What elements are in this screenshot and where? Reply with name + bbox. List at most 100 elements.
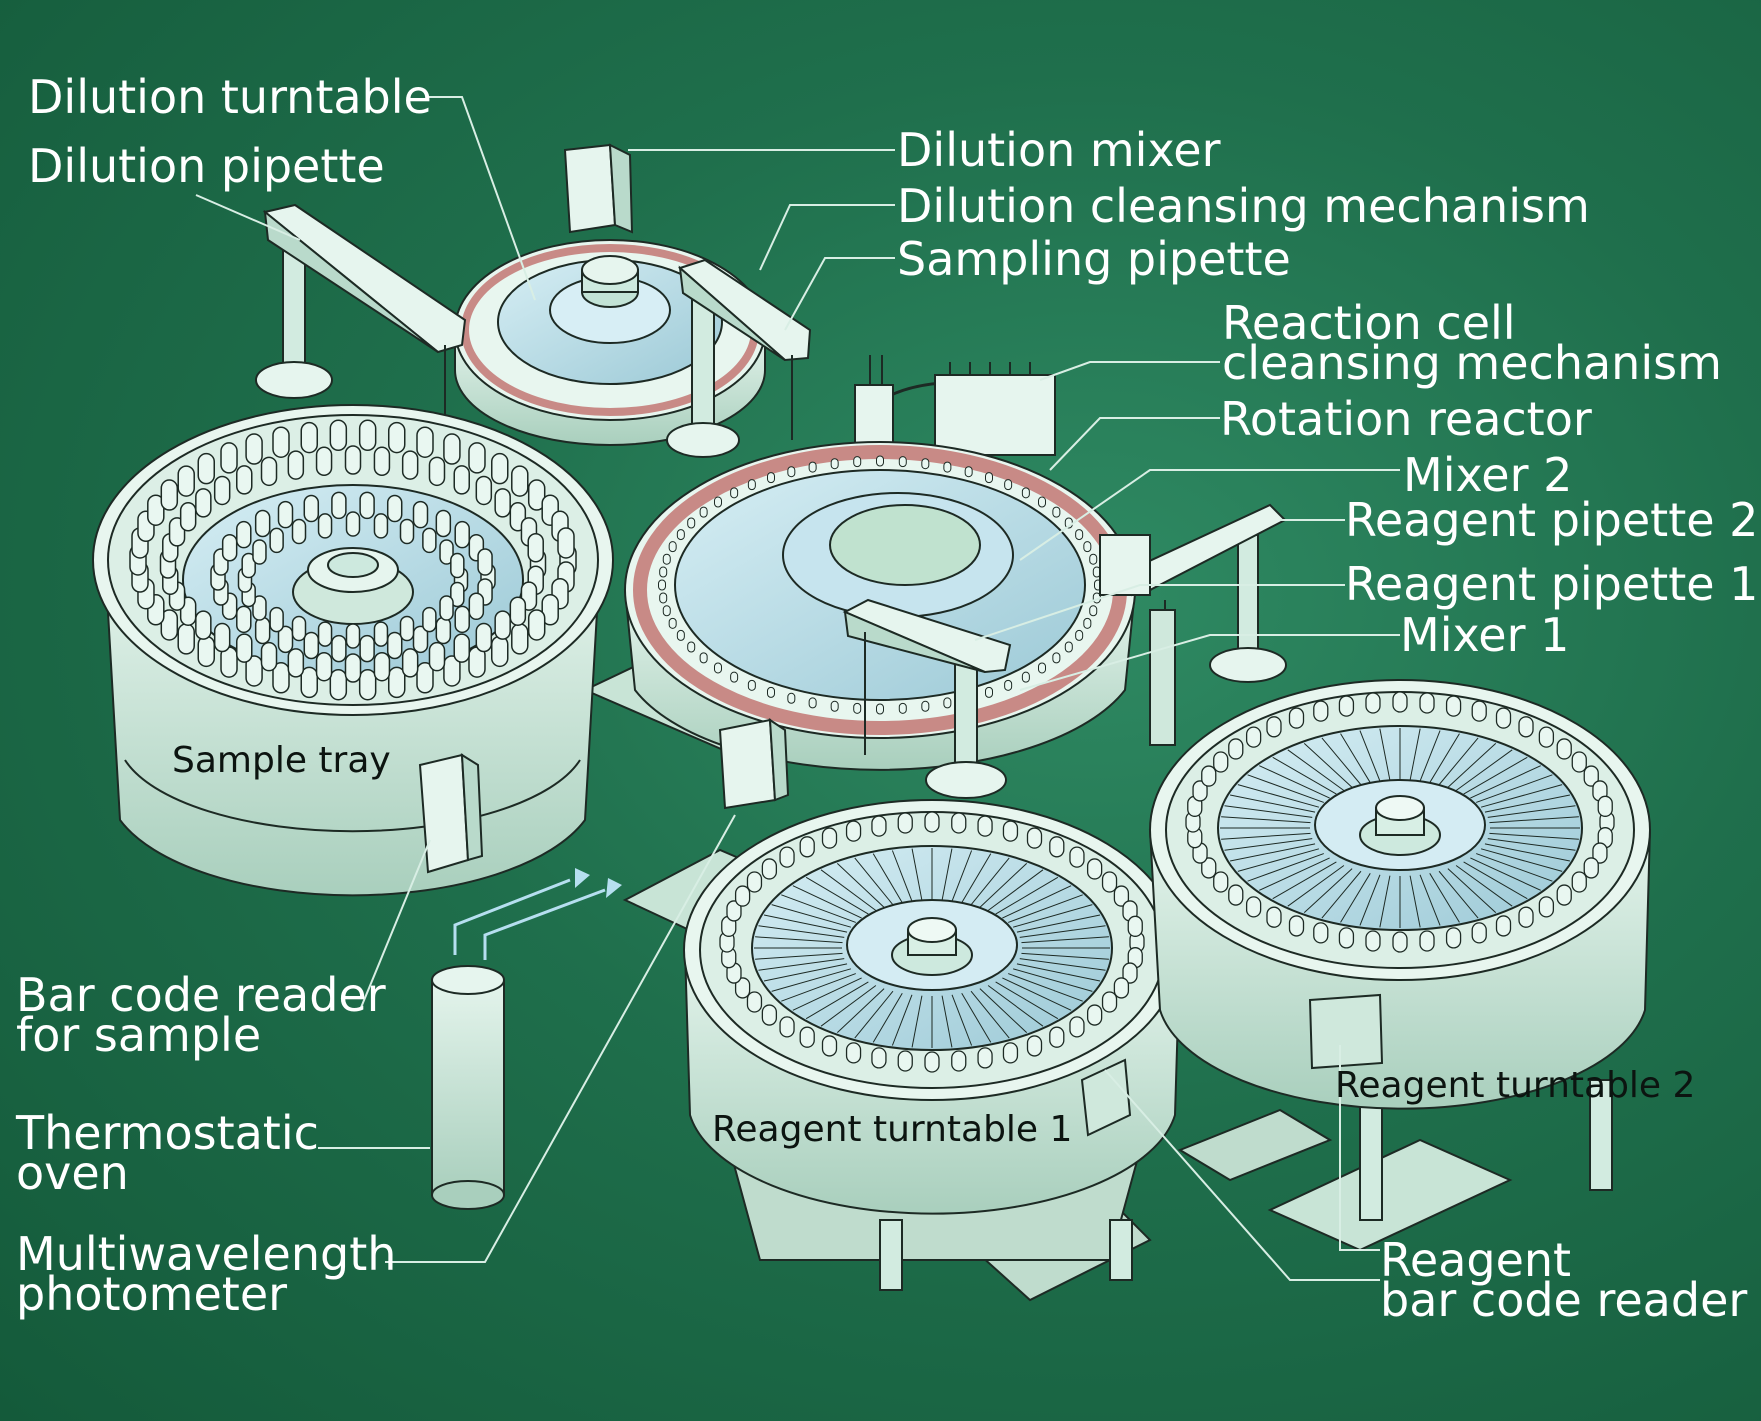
reaction-cell <box>1052 506 1061 518</box>
turntable-spoke <box>1002 977 1072 1011</box>
turntable-spoke <box>1287 749 1345 791</box>
reagent-bottle <box>1049 836 1065 858</box>
turntable-spoke <box>1476 774 1553 803</box>
label-thermostatic-oven: Thermostatic oven <box>16 1110 319 1196</box>
reaction-cell <box>921 700 930 712</box>
turntable-spoke <box>755 952 843 960</box>
reagent-bottle <box>1419 692 1435 714</box>
sample-tube <box>475 475 493 506</box>
turntable-spoke <box>1008 894 1083 923</box>
reagent-bottle <box>1069 846 1085 868</box>
reagent-bottle <box>1245 726 1262 748</box>
sample-tube <box>329 419 348 452</box>
sample-tube <box>439 539 454 565</box>
reagent-bottle <box>871 1047 887 1069</box>
sample-tube <box>179 502 197 532</box>
sample-tube <box>454 605 470 634</box>
reagent-bottle <box>1201 857 1217 879</box>
label-mixer-1: Mixer 1 <box>1400 608 1570 662</box>
turntable-spoke <box>1447 742 1497 788</box>
reagent-bottle <box>1113 885 1130 907</box>
reaction-cell <box>1038 496 1047 508</box>
turntable-spoke <box>995 981 1059 1020</box>
reaction-cell <box>921 458 930 470</box>
label-mixer-2: Mixer 2 <box>1403 448 1573 502</box>
reaction-cell <box>1004 679 1013 691</box>
turntable-spoke <box>758 925 845 938</box>
label-bar-code-reader-line-2: for sample <box>16 1008 262 1062</box>
reaction-cell <box>1004 479 1013 491</box>
sample-tube <box>303 494 320 523</box>
turntable-spoke <box>1340 873 1371 923</box>
reaction-cell <box>767 686 775 698</box>
reaction-cell <box>898 702 907 714</box>
turntable-spoke <box>1002 885 1072 919</box>
reaction-cell <box>787 466 796 478</box>
reagent-bottle <box>734 885 751 907</box>
reaction-cell <box>787 692 796 704</box>
reaction-cell <box>659 566 668 578</box>
reaction-cell <box>747 679 756 691</box>
reaction-cell <box>1089 605 1098 617</box>
sample-tube <box>252 539 267 565</box>
sample-tube <box>195 610 212 640</box>
turntable-spoke <box>1303 742 1353 788</box>
reagent-bottle <box>1518 716 1534 738</box>
reagent-bottle <box>1518 906 1534 928</box>
turntable-spoke <box>854 857 894 906</box>
reagent-turntable-2 <box>1148 679 1652 1221</box>
sample-tube <box>490 452 509 485</box>
reagent-bottle <box>734 977 751 999</box>
turntable-spoke <box>1237 784 1320 808</box>
reaction-cell <box>830 700 839 712</box>
sample-tube <box>345 623 361 649</box>
reaction-cell <box>1075 529 1084 541</box>
turntable-spoke <box>1321 870 1362 919</box>
leader-lines <box>195 96 1400 1281</box>
turntable-spoke <box>970 990 1010 1039</box>
turntable-spoke <box>941 848 953 901</box>
sample-tube <box>345 511 361 537</box>
turntable-spoke <box>941 995 953 1048</box>
sample-tube <box>277 500 294 529</box>
reagent-bottle <box>1392 931 1408 953</box>
label-reagent-turntable-1: Reagent turntable 1 <box>712 1109 1073 1150</box>
reagent-bottle <box>1288 707 1305 729</box>
sample-tube <box>160 609 179 641</box>
turntable-spoke <box>1438 870 1479 919</box>
sample-tube <box>439 595 454 621</box>
reagent-bottle <box>951 812 967 834</box>
sample-tube <box>541 594 559 626</box>
turntable-spoke <box>891 850 913 902</box>
sample-tube <box>435 616 452 645</box>
reagent-bottle <box>779 846 795 868</box>
sample-tube <box>220 442 238 474</box>
reagent-bottle <box>1313 922 1329 944</box>
turntable-spoke <box>771 968 852 992</box>
reagent-bottle <box>1101 871 1118 893</box>
sample-tube <box>450 552 465 579</box>
reaction-cell <box>1021 487 1030 499</box>
reagent-turntable-1 <box>683 799 1182 1291</box>
sample-tube <box>468 592 485 621</box>
turntable-spoke <box>1489 832 1579 840</box>
reagent-bottle <box>1313 700 1329 722</box>
reagent-bottle <box>1002 820 1019 842</box>
turntable-spoke <box>1484 843 1570 862</box>
turntable-spoke <box>1237 848 1320 872</box>
sample-tube <box>291 518 307 545</box>
turntable-spoke <box>1359 874 1381 926</box>
turntable-spoke <box>1021 936 1109 944</box>
turntable-spoke <box>1429 733 1460 783</box>
turntable-spoke <box>1489 816 1579 824</box>
dilution-mixer <box>563 143 634 234</box>
turntable-spoke <box>854 990 894 1039</box>
turntable-spoke <box>987 985 1044 1027</box>
turntable-spoke <box>1287 865 1345 907</box>
turntable-spoke <box>1340 733 1371 783</box>
turntable-spoke <box>1259 765 1330 799</box>
reagent-bottle <box>924 811 940 833</box>
sample-tube <box>373 446 391 477</box>
reagent-bottle <box>924 1051 940 1073</box>
reagent-bottle <box>1127 915 1143 937</box>
